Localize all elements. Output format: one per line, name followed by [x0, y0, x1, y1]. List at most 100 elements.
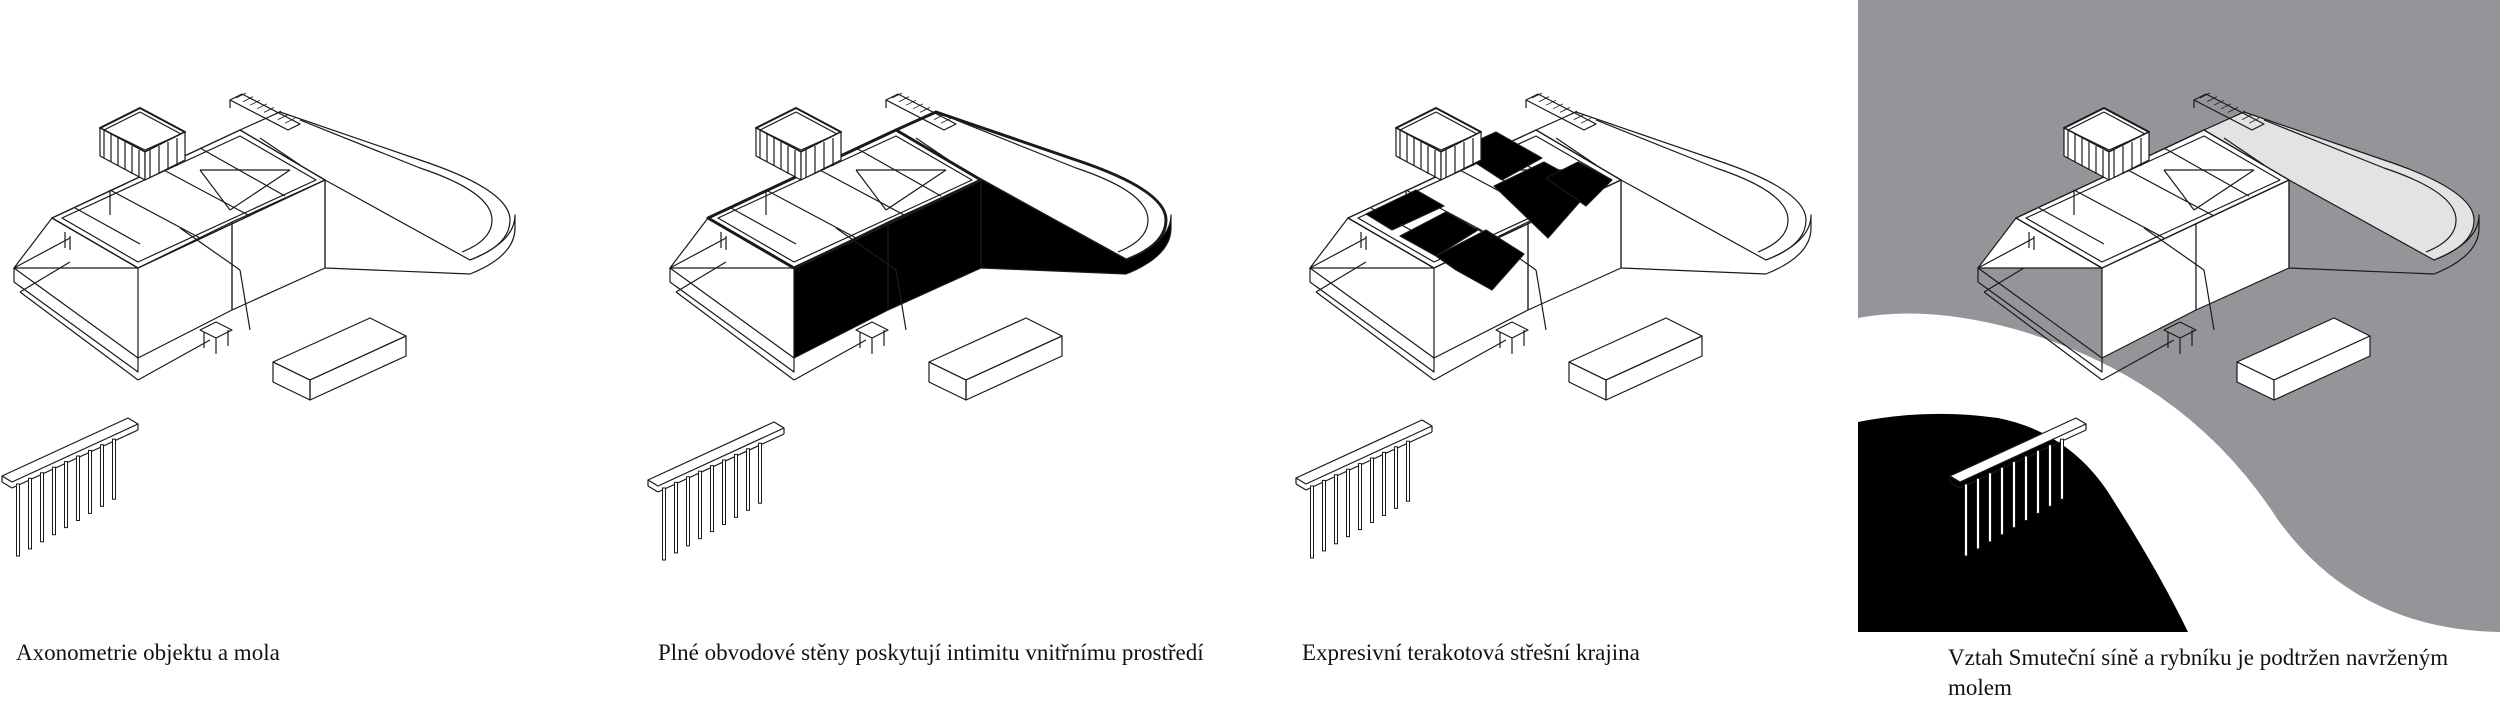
- stair: [229, 93, 301, 131]
- hip-line: [855, 169, 887, 211]
- ledge-line: [1315, 261, 1367, 293]
- pier-edge: [657, 433, 785, 493]
- hip-line: [229, 169, 291, 211]
- stair-tread: [1552, 103, 1564, 110]
- partition: [730, 207, 797, 245]
- courtyard-wall: [1620, 180, 1812, 275]
- pier-post: [686, 476, 690, 547]
- ledge-line: [1983, 291, 2103, 381]
- panel-3-caption: Expresivní terakotová střešní krajina: [1302, 640, 1640, 665]
- annex-side: [1605, 335, 1703, 401]
- axonometric-building: [1309, 92, 1812, 401]
- ledge-line: [2101, 339, 2175, 381]
- lantern-side: [1440, 131, 1482, 181]
- base-ledge: [669, 267, 795, 373]
- partition: [815, 167, 907, 217]
- ledge-line: [793, 339, 867, 381]
- stair-tread: [1573, 114, 1585, 120]
- roof-plane: [1435, 229, 1525, 291]
- stair-tread: [1538, 96, 1550, 102]
- hip-line: [2193, 169, 2255, 211]
- pier-post: [64, 461, 68, 529]
- pier-edge: [1949, 481, 1961, 489]
- pier-post: [2048, 444, 2052, 507]
- stair: [2193, 93, 2265, 131]
- wedge-line: [1309, 237, 1367, 269]
- stair-tread: [926, 110, 938, 117]
- stair-tread: [1559, 107, 1571, 113]
- ledge-line: [675, 291, 795, 381]
- hip-line: [199, 169, 231, 211]
- pier-post: [52, 466, 56, 536]
- hip-line: [1535, 269, 1547, 331]
- pier-post: [28, 477, 32, 550]
- pier-post: [758, 442, 762, 504]
- base-ledge: [13, 267, 139, 373]
- ledge-line: [137, 339, 211, 381]
- stair-tread: [2234, 110, 2246, 117]
- annex-side: [309, 335, 407, 401]
- stair-tread: [905, 99, 917, 106]
- hip-line: [2163, 169, 2195, 211]
- roof-outline: [51, 129, 326, 269]
- hip-line: [885, 169, 947, 211]
- pier: [1949, 417, 2087, 557]
- stair-tread: [242, 96, 254, 102]
- stair-tread: [2213, 99, 2225, 106]
- stair-tread: [249, 99, 261, 106]
- base-ledge: [1309, 267, 1435, 373]
- hip-line: [1555, 137, 1597, 166]
- panel-4-caption: Vztah Smuteční síně a rybníku je podtrže…: [1948, 645, 2449, 700]
- stair-tread: [2248, 117, 2260, 124]
- partition: [159, 167, 251, 217]
- ledge-line: [19, 261, 71, 293]
- stair-tread: [1580, 117, 1592, 124]
- stair-tread: [933, 114, 945, 120]
- lantern-front: [1395, 127, 1442, 181]
- pier-post: [1394, 446, 1398, 509]
- lantern-front: [99, 127, 146, 181]
- pier-edge: [1305, 431, 1433, 491]
- pier-post: [2012, 461, 2016, 529]
- panel-4: Vztah Smuteční síně a rybníku je podtrže…: [1858, 0, 2500, 702]
- pier-post: [76, 455, 80, 521]
- stair-tread: [912, 103, 924, 110]
- hip-line: [2203, 269, 2215, 331]
- pier: [1, 417, 139, 557]
- stair: [1525, 93, 1597, 131]
- pier-post: [1346, 468, 1350, 538]
- stair-tread: [2206, 96, 2218, 102]
- partition: [765, 189, 857, 239]
- partition: [74, 207, 141, 245]
- pier-post: [40, 472, 44, 543]
- stair-tread: [2220, 103, 2232, 110]
- roof-plane: [1399, 211, 1479, 257]
- stair-tread: [2199, 92, 2211, 99]
- pier-post: [662, 487, 666, 561]
- pier: [1295, 419, 1433, 559]
- axonometric-building: [669, 92, 1172, 401]
- base-ledge: [1977, 267, 2103, 373]
- stair-tread: [263, 107, 275, 113]
- pier-post: [734, 453, 738, 518]
- pier-deck: [647, 421, 785, 487]
- pier-edge: [1, 481, 13, 489]
- stair-tread: [270, 110, 282, 117]
- pier-post: [746, 448, 750, 511]
- stair-tread: [2241, 114, 2253, 120]
- pier-post: [2000, 466, 2004, 536]
- stair-tread: [235, 92, 247, 99]
- niche-top: [2163, 321, 2197, 339]
- wedge-line: [1977, 237, 2035, 269]
- panel-3-drawing: [1295, 92, 1812, 559]
- stair: [885, 93, 957, 131]
- pier: [647, 421, 785, 561]
- annex-front: [928, 361, 967, 401]
- wedge-line: [669, 237, 727, 269]
- stair-tread: [891, 92, 903, 99]
- axonometric-building: [13, 92, 516, 401]
- hip-line: [2143, 227, 2205, 271]
- stair-tread: [1566, 110, 1578, 117]
- stair-tread: [2227, 107, 2239, 113]
- courtyard-wall: [980, 180, 1172, 275]
